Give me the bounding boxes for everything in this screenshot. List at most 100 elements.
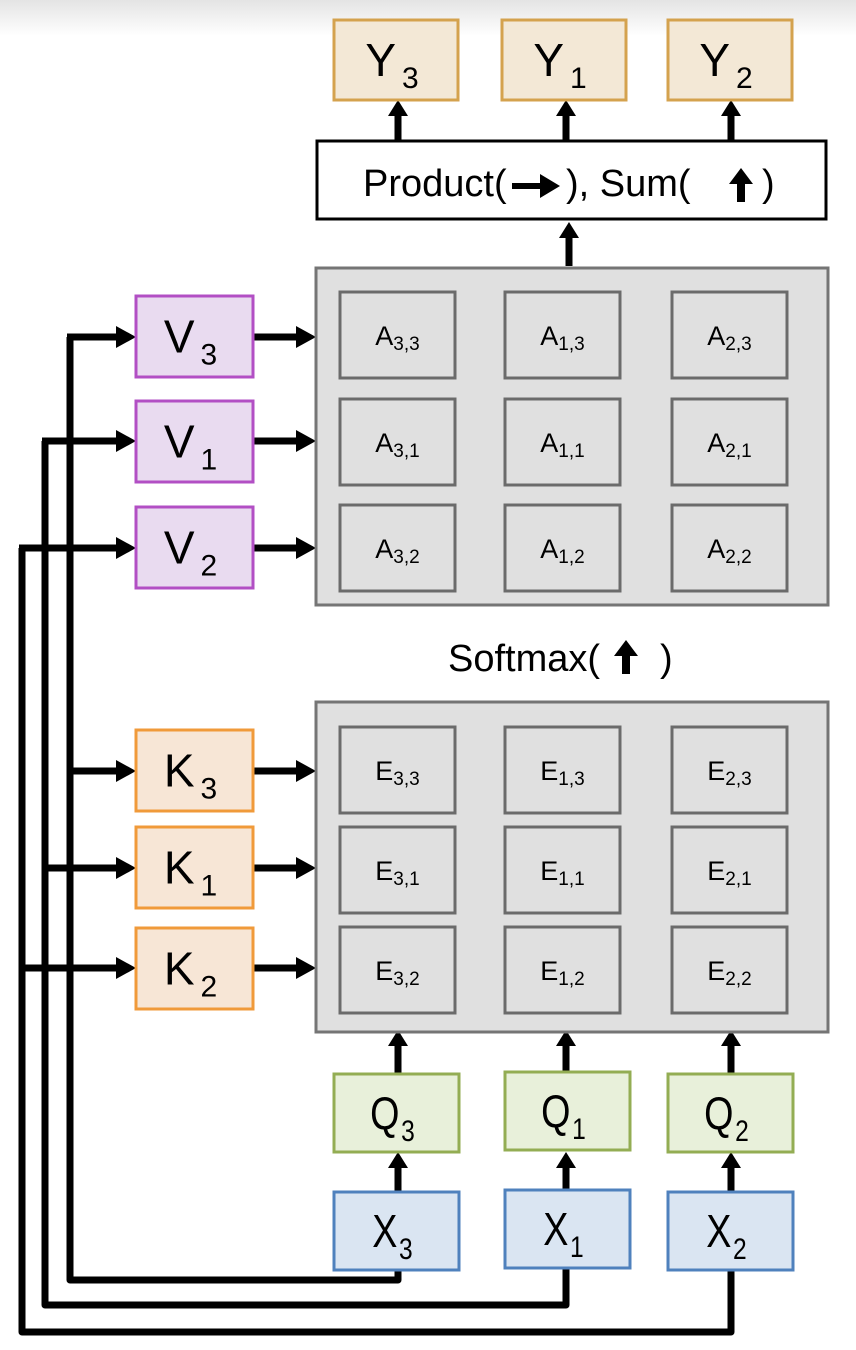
energy-matrix-cell-e-1-2-label: E1,2 — [540, 956, 584, 990]
arrow-q3-to-energy-head — [388, 1030, 408, 1046]
arrow-x-to-k1-head — [116, 857, 136, 879]
attention-matrix-cell-a-1-2: A1,2 — [503, 503, 622, 593]
attention-matrix-cell-a-1-1: A1,1 — [503, 397, 622, 487]
query-q2-box — [666, 1072, 795, 1154]
energy-matrix-cell-e-3-2-box — [338, 925, 457, 1015]
product-sum-box: Product(), Sum() — [315, 139, 828, 221]
attention-matrix-cell-a-2-3: A2,3 — [670, 290, 789, 380]
arrow-q1-to-energy-head — [556, 1030, 576, 1046]
attention-matrix-cell-a-3-3: A3,3 — [338, 290, 457, 380]
attention-matrix-cell-a-3-3-box — [338, 290, 457, 380]
energy-matrix-cell-e-2-1-box — [670, 825, 789, 915]
input-x1-box — [503, 1188, 632, 1270]
attention-matrix-cell-a-2-1-box — [670, 397, 789, 487]
arrow-k3-to-energy-head — [296, 760, 316, 782]
energy-matrix-cell-e-1-2-box — [503, 925, 622, 1015]
value-v1-box — [134, 399, 255, 484]
product-sum-label-end: ) — [762, 163, 775, 205]
attention-matrix-cell-a-3-2: A3,2 — [338, 503, 457, 593]
energy-matrix-cell-e-3-3-label: E3,3 — [375, 756, 419, 790]
attention-matrix-cell-a-2-1: A2,1 — [670, 397, 789, 487]
value-v2-box — [134, 505, 255, 590]
arrow-x-to-v3-head — [116, 326, 136, 348]
attention-matrix-cell-a-2-2-label: A2,2 — [707, 534, 751, 568]
arrow-x-to-k3-head — [116, 760, 136, 782]
energy-matrix-cell-e-3-1-box — [338, 825, 457, 915]
up-arrow-icon — [614, 640, 638, 674]
input-x2: X2 — [666, 1190, 795, 1272]
energy-matrix-cell-e-1-1: E1,1 — [503, 825, 622, 915]
arrow-x-to-v2-head — [116, 537, 136, 559]
attention-matrix-cell-a-1-2-box — [503, 503, 622, 593]
output-y1-box — [500, 18, 628, 102]
attention-matrix-cell-a-1-3: A1,3 — [503, 290, 622, 380]
key-k2-box — [134, 926, 255, 1011]
energy-matrix-cell-e-3-1-label: E3,1 — [375, 856, 419, 890]
attention-matrix-cell-a-3-1-label: A3,1 — [375, 428, 419, 462]
arrow-product-to-y2-head — [721, 100, 741, 116]
arrow-v1-to-attention-head — [296, 430, 316, 452]
energy-matrix-cell-e-2-3: E2,3 — [670, 725, 789, 815]
attention-matrix-cell-a-3-2-label: A3,2 — [375, 534, 419, 568]
connection-lines — [18, 100, 741, 1336]
energy-matrix-cell-e-1-3-box — [503, 725, 622, 815]
input-x2-label: X2 — [706, 1205, 746, 1265]
attention-matrix-cell-a-1-1-label: A1,1 — [540, 428, 584, 462]
arrow-v3-to-attention-head — [296, 326, 316, 348]
energy-matrix-cell-e-1-1-box — [503, 825, 622, 915]
attention-matrix-cell-a-3-2-box — [338, 503, 457, 593]
key-k1-box — [134, 825, 255, 910]
energy-matrix-cell-e-1-3: E1,3 — [503, 725, 622, 815]
energy-matrix-cell-e-2-2-label: E2,2 — [707, 956, 751, 990]
energy-matrix-cell-e-3-2: E3,2 — [338, 925, 457, 1015]
energy-matrix-cell-e-3-3-box — [338, 725, 457, 815]
energy-matrix-cell-e-2-3-box — [670, 725, 789, 815]
attention-matrix-cell-a-3-1-box — [338, 397, 457, 487]
energy-matrix-cell-e-2-1-label: E2,1 — [707, 856, 751, 890]
attention-matrix-cell-a-2-3-label: A2,3 — [707, 321, 751, 355]
key-k3-box — [134, 728, 255, 813]
energy-matrix-cell-e-2-3-label: E2,3 — [707, 756, 751, 790]
attention-matrix-cell-a-2-1-label: A2,1 — [707, 428, 751, 462]
arrow-v2-to-attention-head — [296, 537, 316, 559]
energy-matrix-cell-e-3-2-label: E3,2 — [375, 956, 419, 990]
arrow-product-to-y3-head — [388, 100, 408, 116]
energy-matrix-cell-e-3-3: E3,3 — [338, 725, 457, 815]
attention-matrix-cell-a-1-2-label: A1,2 — [540, 534, 584, 568]
energy-matrix-cell-e-1-1-label: E1,1 — [540, 856, 584, 890]
up-arrow-icon — [729, 168, 753, 202]
attention-matrix-cell-a-1-3-label: A1,3 — [540, 321, 584, 355]
bus-line-x2 — [18, 548, 735, 1336]
attention-matrix-cell-a-1-3-box — [503, 290, 622, 380]
arrow-x1-to-q1-head — [556, 1152, 576, 1168]
output-y3-box — [332, 18, 460, 102]
arrow-x-to-k2-head — [116, 957, 136, 979]
attention-matrix-cell-a-1-1-box — [503, 397, 622, 487]
query-q3-label: Q3 — [370, 1087, 415, 1147]
bus-line-x3 — [66, 337, 402, 1284]
query-q1-label: Q1 — [541, 1085, 586, 1145]
arrow-x3-to-q3-head — [388, 1152, 408, 1168]
input-x3-label: X3 — [372, 1205, 412, 1265]
energy-matrix-cell-e-1-2: E1,2 — [503, 925, 622, 1015]
softmax-label-group: Softmax() — [448, 638, 673, 680]
energy-matrix-cell-e-2-2-box — [670, 925, 789, 1015]
product-sum-label: Product( — [363, 163, 507, 205]
arrow-product-to-y1-head — [556, 100, 576, 116]
attention-matrix-cell-a-3-3-label: A3,3 — [375, 321, 419, 355]
